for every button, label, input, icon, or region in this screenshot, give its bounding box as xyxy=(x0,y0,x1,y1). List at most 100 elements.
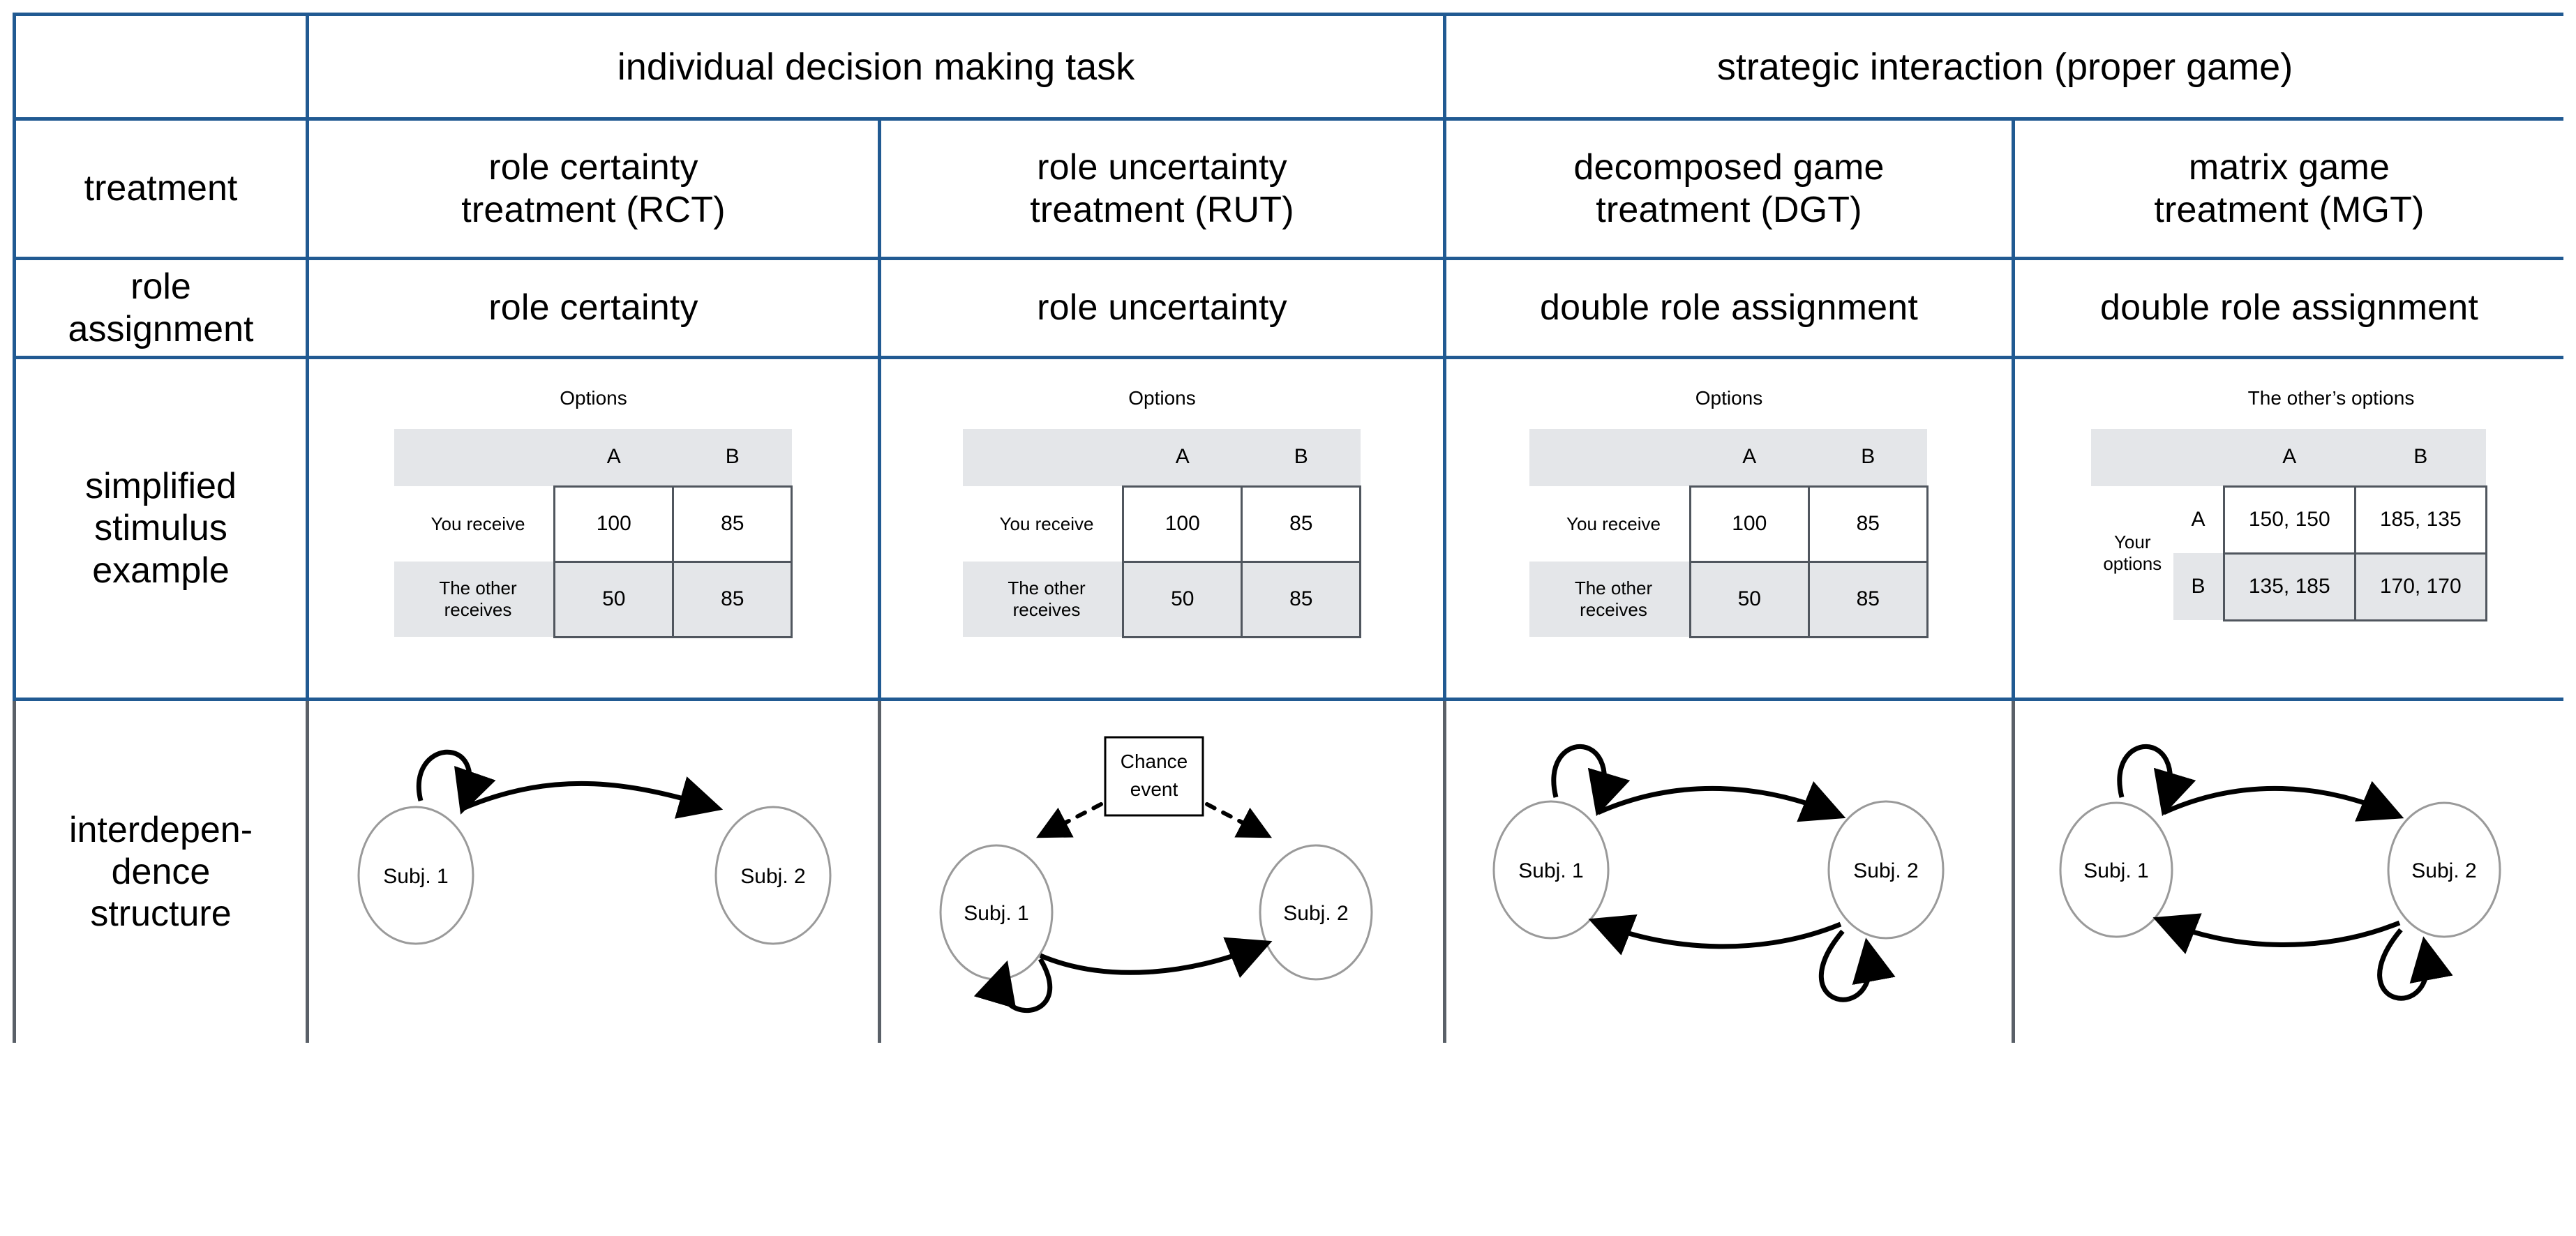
table-row: The other receives 50 85 xyxy=(394,560,793,638)
stimulus-dgt: Options A B You receive 100 85 The o xyxy=(1446,359,2015,701)
self-loop-subj1-arrow xyxy=(1551,744,1631,817)
edge-subj1-to-subj2-arrow xyxy=(460,776,723,819)
stimulus-dgt-value-other-b: 85 xyxy=(1807,560,1929,638)
role-assignment-mgt-text: double role assignment xyxy=(2099,287,2479,329)
edge-subj1-to-subj2-arrow xyxy=(2162,781,2404,822)
role-assignment-rut: role uncertainty xyxy=(881,260,1446,359)
stimulus-rct-rowlabel-you: You receive xyxy=(430,513,525,534)
chance-event-label-line1: Chance xyxy=(1120,751,1188,772)
self-loop-subj2-arrow xyxy=(1818,929,1896,1002)
diagram-dgt-svg: Subj. 1 Subj. 2 xyxy=(1492,744,1945,1002)
group-header-individual: individual decision making task xyxy=(309,13,1446,121)
treatment-mgt: matrix game treatment (MGT) xyxy=(2015,121,2563,260)
node-subj2-label: Subj. 2 xyxy=(1283,902,1348,925)
stimulus-rct-value-other-a: 50 xyxy=(553,560,675,638)
diagram-rct: Subj. 1 Subj. 2 xyxy=(309,701,881,1043)
stimulus-mgt-table: A B Your options A 150, 150 185, 135 B xyxy=(2091,429,2487,621)
diagram-mgt-svg: Subj. 1 Subj. 2 xyxy=(2059,744,2501,1001)
stimulus-rct-rowlabel-other: The other receives xyxy=(394,562,555,637)
edge-chance-to-subj1-arrow xyxy=(1035,802,1103,838)
stimulus-rct-value-you-a: 100 xyxy=(553,485,675,563)
stimulus-rct-colheader-b: B xyxy=(673,429,792,486)
stimulus-rct-table: A B You receive 100 85 The other receive… xyxy=(394,429,793,638)
stimulus-dgt-value-you-a: 100 xyxy=(1688,485,1810,563)
self-loop-subj1-arrow xyxy=(416,749,495,815)
stimulus-rct: Options A B You receive 100 85 The o xyxy=(309,359,881,701)
table-row: You receive 100 85 xyxy=(1529,485,1929,563)
stimulus-rct-colheader-a: A xyxy=(554,429,673,486)
row-label-role-assignment-line2: assignment xyxy=(68,308,254,349)
stimulus-mgt-cell-a-b: 185, 135 xyxy=(2353,485,2487,555)
stimulus-rut-rowlabel-other-line1: The other xyxy=(1008,578,1086,599)
node-subj2 xyxy=(714,806,831,945)
stimulus-mgt-title: The other’s options xyxy=(2247,387,2415,409)
stimulus-mgt-cell-b-b: 170, 170 xyxy=(2353,552,2487,621)
treatment-rut-line2: treatment (RUT) xyxy=(1030,189,1294,230)
treatment-mgt-line2: treatment (MGT) xyxy=(2154,189,2425,230)
stimulus-rut-colheader-b: B xyxy=(1241,429,1361,486)
stimulus-rct-title: Options xyxy=(560,387,627,409)
treatment-mgt-line1: matrix game xyxy=(2188,147,2390,188)
stimulus-mgt: The other’s options A B Your options A xyxy=(2015,359,2563,701)
stimulus-rut-title: Options xyxy=(1128,387,1196,409)
row-label-role-assignment-line1: role xyxy=(130,266,191,308)
row-label-stimulus-line2: stimulus xyxy=(94,508,227,549)
stimulus-rut-value-you-b: 85 xyxy=(1241,485,1362,563)
row-label-interdependence-line3: structure xyxy=(90,894,232,935)
table-row: You receive 100 85 xyxy=(963,485,1362,563)
stimulus-rct-corner xyxy=(394,429,555,486)
role-assignment-rut-text: role uncertainty xyxy=(1037,287,1287,329)
table-row: A B xyxy=(1529,429,1928,486)
table-row: B 135, 185 170, 170 xyxy=(2091,552,2487,621)
stimulus-mgt-corner-mid xyxy=(2173,429,2224,486)
table-row: The other receives 50 85 xyxy=(1529,560,1929,638)
edge-subj1-to-subj2-arrow xyxy=(1596,781,1846,822)
table-row: You receive 100 85 xyxy=(394,485,793,563)
stimulus-dgt-rowlabel-other-line1: The other xyxy=(1574,578,1653,599)
table-row: A B xyxy=(394,429,792,486)
treatment-rct: role certainty treatment (RCT) xyxy=(309,121,881,260)
row-label-treatment: treatment xyxy=(13,121,309,260)
stimulus-dgt-wrap: Options A B You receive 100 85 The o xyxy=(1446,359,2012,698)
stimulus-dgt-table: A B You receive 100 85 The other receive… xyxy=(1529,429,1929,638)
node-subj2-label: Subj. 2 xyxy=(2411,859,2476,882)
diagram-dgt: Subj. 1 Subj. 2 xyxy=(1446,701,2015,1043)
stimulus-dgt-rowlabel-other-line2: receives xyxy=(1580,599,1647,620)
edge-chance-to-subj2-arrow xyxy=(1204,802,1272,838)
table-row: A B xyxy=(2091,429,2487,486)
treatment-rut: role uncertainty treatment (RUT) xyxy=(881,121,1446,260)
header-corner-empty xyxy=(13,13,309,121)
treatment-rut-line1: role uncertainty xyxy=(1037,147,1287,188)
role-assignment-dgt: double role assignment xyxy=(1446,260,2015,359)
stimulus-mgt-colheader-a: A xyxy=(2224,429,2356,486)
stimulus-mgt-row-axis-label: Your options xyxy=(2091,486,2173,620)
group-header-strategic-label: strategic interaction (proper game) xyxy=(1716,45,2293,88)
node-subj2-label: Subj. 2 xyxy=(740,865,805,888)
stimulus-mgt-rowheader-a: A xyxy=(2191,508,2206,531)
self-loop-subj1-arrow xyxy=(2117,744,2196,817)
stimulus-rut-wrap: Options A B You receive 100 85 The o xyxy=(881,359,1443,698)
row-label-interdependence-line1: interdepen- xyxy=(68,809,253,850)
stimulus-dgt-rowlabel-other: The other receives xyxy=(1529,562,1691,637)
self-loop-subj2-arrow xyxy=(2377,928,2453,1001)
stimulus-rut-table: A B You receive 100 85 The other receive… xyxy=(962,429,1362,638)
group-header-strategic: strategic interaction (proper game) xyxy=(1446,13,2563,121)
self-loop-subj1-arrow xyxy=(973,958,1052,1013)
group-header-individual-label: individual decision making task xyxy=(617,45,1135,88)
stimulus-mgt-cell-a-a: 150, 150 xyxy=(2222,485,2356,555)
stimulus-mgt-cell-b-a: 135, 185 xyxy=(2222,552,2356,621)
stimulus-rct-value-you-b: 85 xyxy=(672,485,793,563)
stimulus-rct-rowlabel-other-line1: The other xyxy=(439,578,517,599)
node-subj1-label: Subj. 1 xyxy=(2083,859,2148,882)
diagram-rct-svg: Subj. 1 Subj. 2 xyxy=(357,749,831,945)
stimulus-rut-colheader-a: A xyxy=(1123,429,1242,486)
treatment-dgt: decomposed game treatment (DGT) xyxy=(1446,121,2015,260)
diagram-mgt: Subj. 1 Subj. 2 xyxy=(2015,701,2563,1043)
edge-subj2-to-subj1-arrow xyxy=(2152,913,2401,954)
table-row: The other receives 50 85 xyxy=(962,560,1362,638)
role-assignment-mgt: double role assignment xyxy=(2015,260,2563,359)
stimulus-mgt-corner-left xyxy=(2091,429,2174,486)
stimulus-rut-rowlabel-other-line2: receives xyxy=(1012,599,1081,620)
stimulus-dgt-colheader-b: B xyxy=(1809,429,1928,486)
stimulus-dgt-title: Options xyxy=(1695,387,1763,409)
